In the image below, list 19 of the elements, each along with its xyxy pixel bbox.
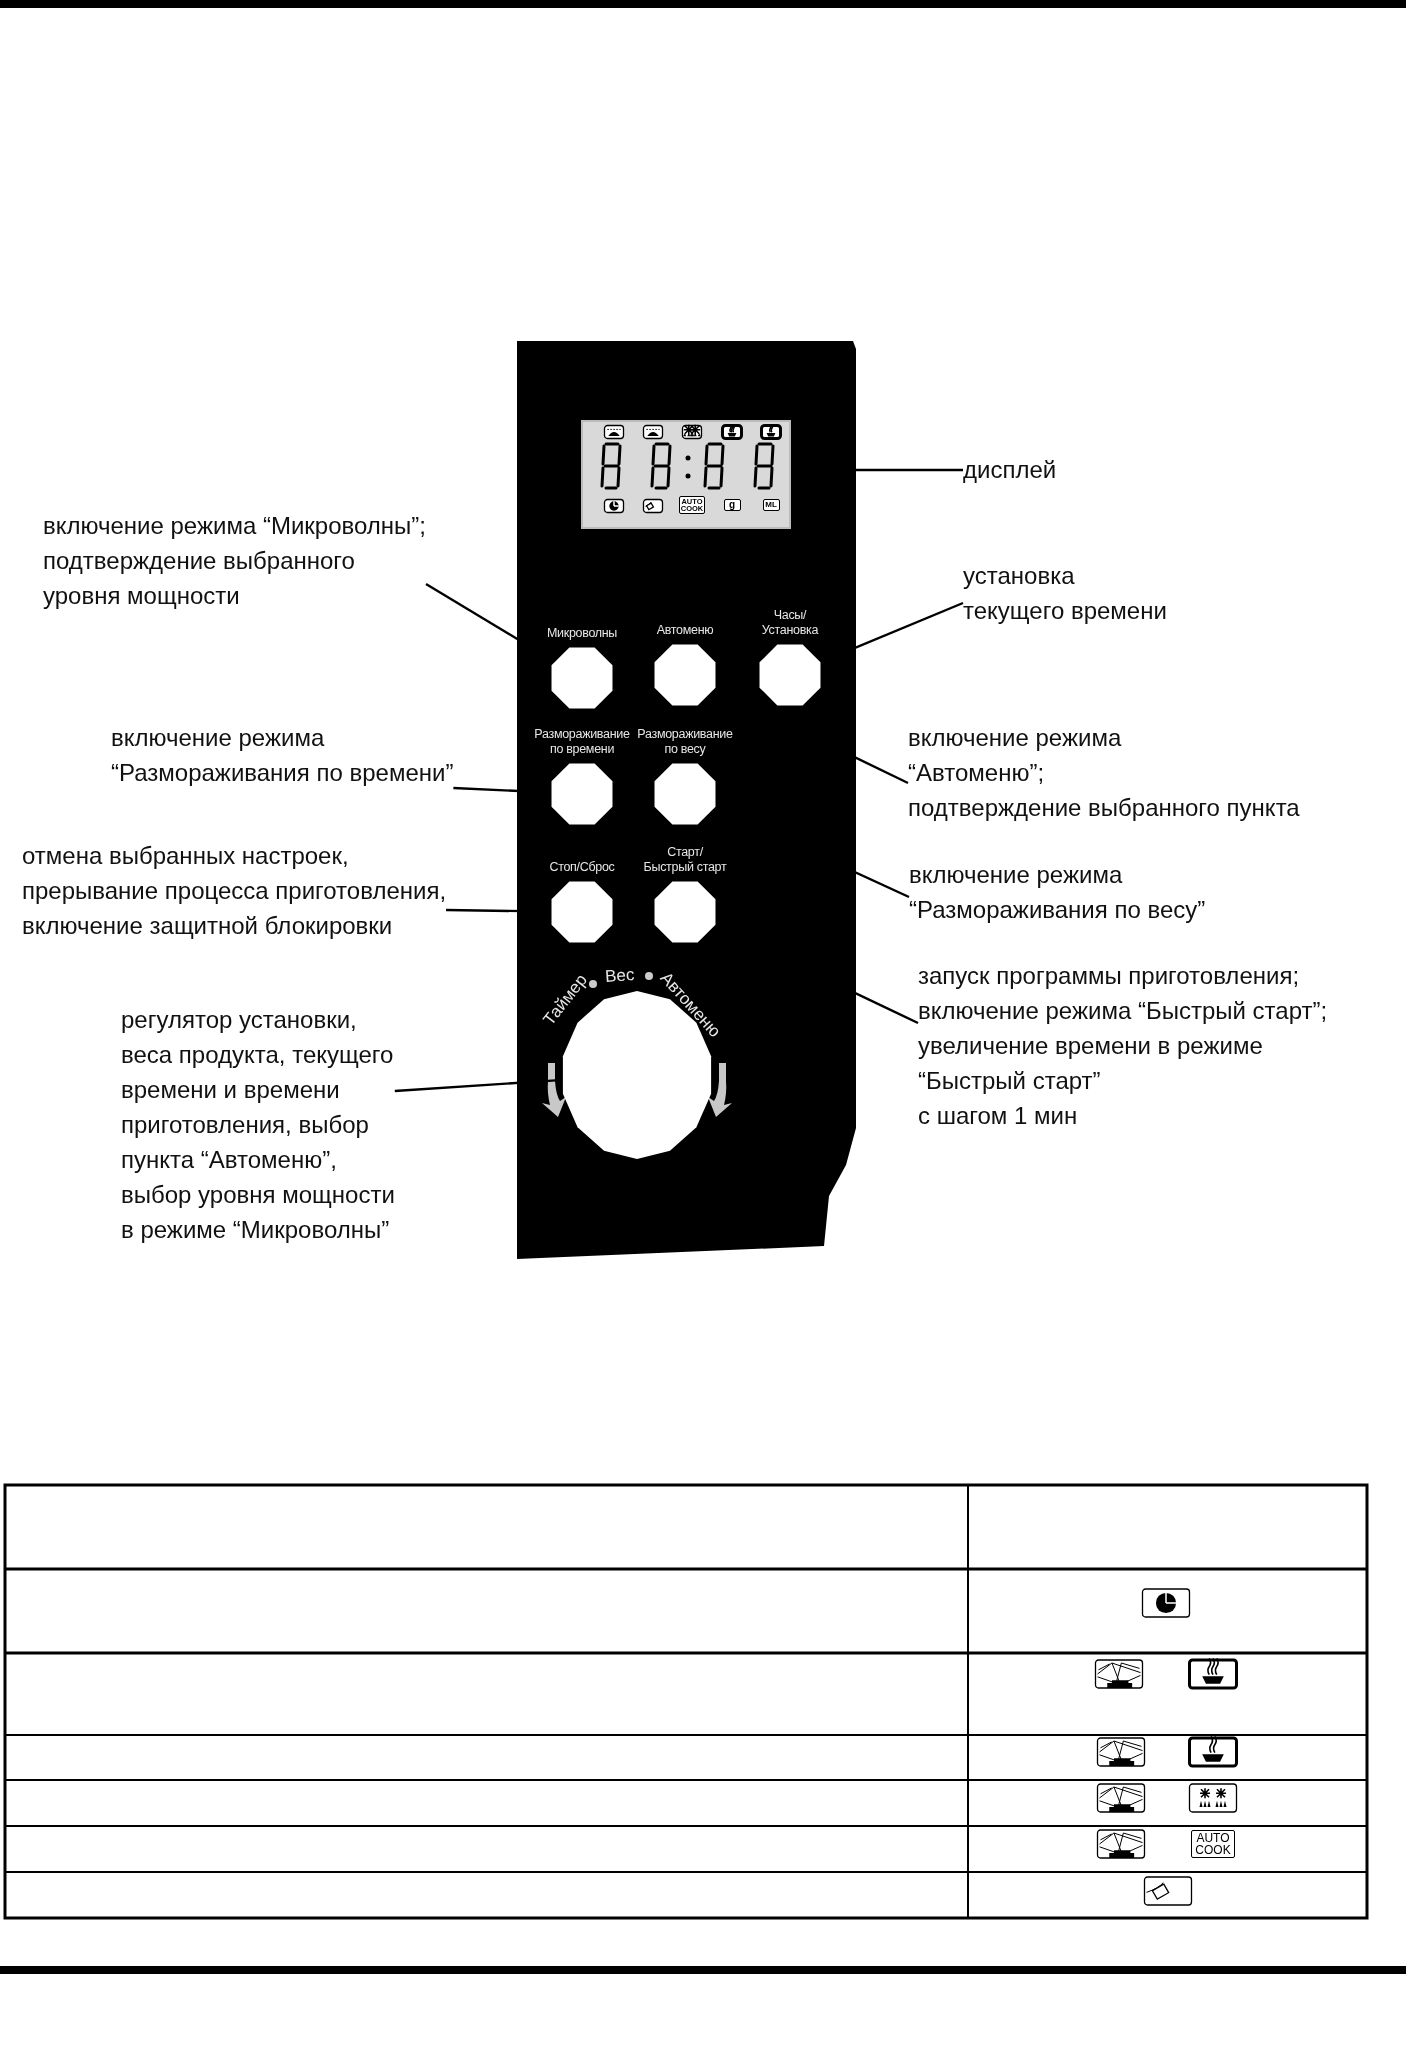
button-label: Автоменю (656, 623, 714, 638)
button-label: Микроволны (546, 626, 618, 641)
button-label: Старт/ Быстрый старт (643, 845, 727, 875)
button-label: Размораживание по времени (534, 727, 630, 757)
auto-cook-indicator: AUTO COOK (1191, 1830, 1235, 1858)
button-label: Размораживание по весу (637, 727, 733, 757)
callout-text: запуск программы приготовления; включение режима “Быстрый старт”; увеличение времени в режиме “Быстрый старт” с шагом 1 мин (918, 958, 1328, 1133)
callout-text: дисплей (963, 452, 1057, 487)
callout-text: включение режима “Размораживания по времени” (111, 720, 454, 790)
callout-text: включение режима “Микроволны”; подтверждение выбранного уровня мощности (43, 508, 426, 613)
callout-text: включение режима “Автоменю”; подтверждение выбранного пункта (908, 720, 1300, 825)
button-label: Стоп/Сброс (549, 860, 615, 875)
lcd-display (581, 420, 791, 529)
callout-text: регулятор установки, веса продукта, текущего времени и времени приготовления, выбор пункта “Автоменю”, выбор уровня мощности в режиме “Микроволны” (121, 1002, 395, 1247)
button-label: Часы/ Установка (761, 608, 819, 638)
dial-setting-label: Вес (604, 965, 636, 987)
callout-text: отмена выбранных настроек, прерывание процесса приготовления, включение защитной блокировки (22, 838, 447, 943)
callout-text: установка текущего времени (963, 558, 1167, 628)
callout-text: включение режима “Размораживания по весу” (909, 857, 1206, 927)
